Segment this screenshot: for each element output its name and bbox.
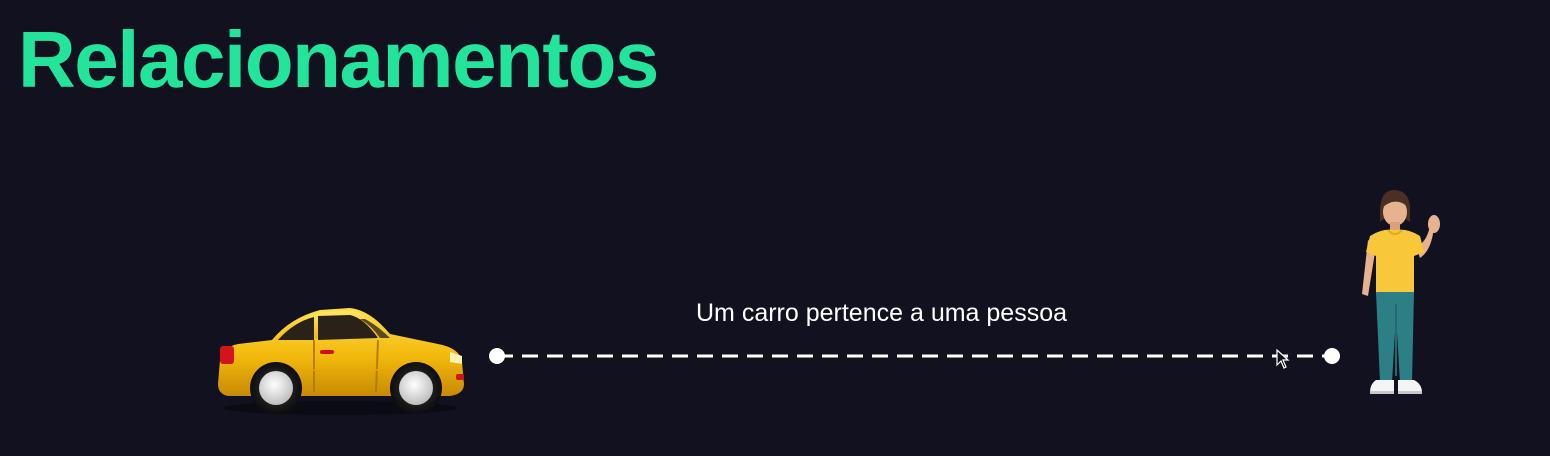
relationship-connector	[489, 348, 1340, 364]
connector-start-dot	[489, 348, 505, 364]
slide-title: Relacionamentos	[18, 15, 659, 104]
relationship-label: Um carro pertence a uma pessoa	[696, 299, 1068, 327]
car-icon	[218, 308, 464, 415]
mouse-cursor-icon	[1276, 349, 1290, 369]
person-icon	[1362, 190, 1440, 394]
connector-end-dot	[1324, 348, 1340, 364]
